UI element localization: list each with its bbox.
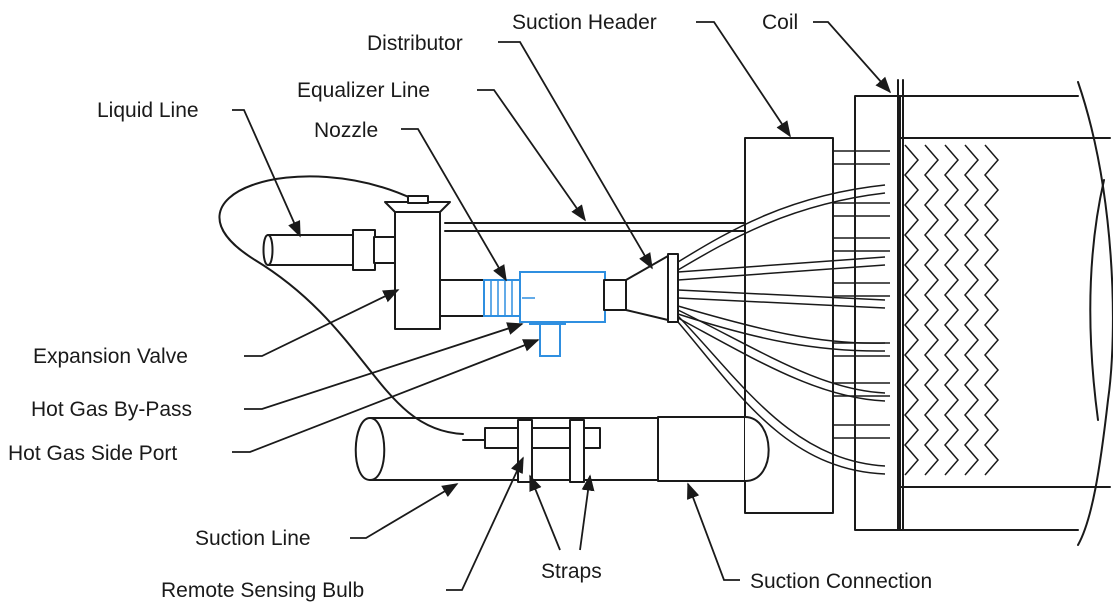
coil — [854, 79, 1113, 546]
label-hot-gas-bypass: Hot Gas By-Pass — [31, 398, 192, 421]
label-equalizer-line: Equalizer Line — [297, 79, 430, 102]
suction-connection — [657, 416, 770, 482]
remote-sensing-bulb — [462, 419, 601, 483]
equalizer-line — [444, 222, 746, 232]
expansion-valve — [384, 195, 486, 330]
label-nozzle: Nozzle — [314, 119, 378, 142]
liquid-line — [262, 229, 397, 271]
label-remote-sensing-bulb: Remote Sensing Bulb — [161, 579, 364, 602]
label-suction-header: Suction Header — [512, 11, 657, 34]
label-distributor: Distributor — [367, 32, 463, 55]
distributor — [603, 184, 886, 475]
label-hot-gas-side-port: Hot Gas Side Port — [8, 442, 177, 465]
label-straps: Straps — [541, 560, 602, 583]
label-expansion-valve: Expansion Valve — [33, 345, 188, 368]
label-suction-line: Suction Line — [195, 527, 311, 550]
label-suction-connection: Suction Connection — [750, 570, 932, 593]
label-coil: Coil — [762, 11, 798, 34]
label-liquid-line: Liquid Line — [97, 99, 199, 122]
nozzle — [483, 279, 521, 317]
strap-right — [569, 419, 585, 483]
capillary-tube — [218, 175, 464, 435]
leader-lines — [232, 21, 892, 591]
strap-left — [517, 419, 533, 483]
hot-gas-bypass — [519, 271, 606, 357]
